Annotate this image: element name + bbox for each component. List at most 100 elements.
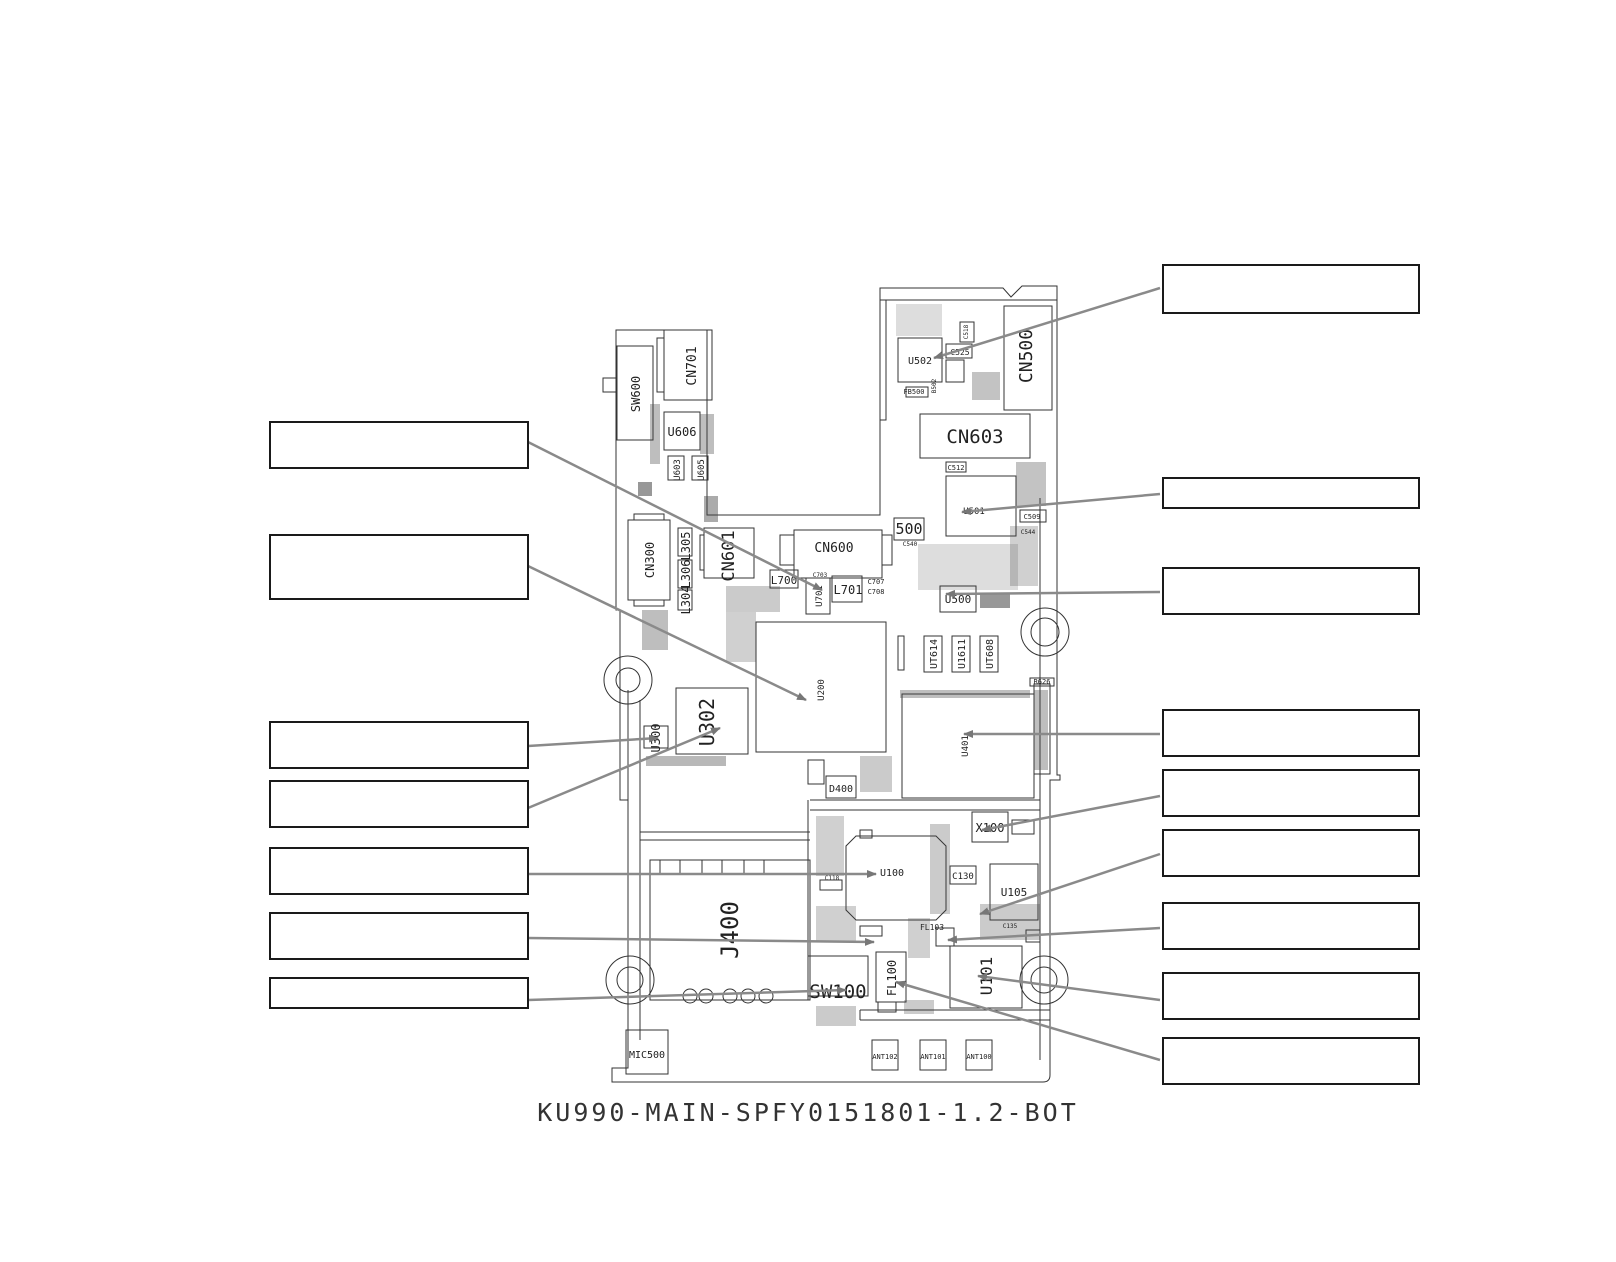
sw600-outline xyxy=(616,345,654,441)
u105-outline xyxy=(989,863,1039,921)
leader-line-7 xyxy=(527,986,847,1002)
ref-500: 500 xyxy=(895,520,922,538)
callout-box-right-5 xyxy=(1162,769,1420,817)
ref-fl103: FL103 xyxy=(920,923,944,932)
ref-c509: C509 xyxy=(1024,513,1041,521)
c500-outline xyxy=(893,517,925,541)
ant101-outline xyxy=(919,1039,947,1071)
u701-outline xyxy=(805,577,831,615)
callout-box-left-4 xyxy=(269,780,529,828)
sw100-outline xyxy=(807,955,869,997)
u100-outline xyxy=(845,835,947,921)
ref-cn603: CN603 xyxy=(946,426,1003,448)
ref-l700: L700 xyxy=(771,574,798,587)
callout-box-left-1 xyxy=(269,421,529,469)
callout-box-left-5 xyxy=(269,847,529,895)
ref-c707: C707 xyxy=(868,578,885,586)
u1611-outline xyxy=(951,635,971,673)
ref-sw600: SW600 xyxy=(629,376,643,412)
d400-outline xyxy=(825,775,857,799)
ref-u100: U100 xyxy=(880,868,904,879)
ref-l304: L304 xyxy=(679,586,693,615)
u501-outline xyxy=(945,475,1017,537)
c130-outline xyxy=(949,865,977,885)
cn500-outline xyxy=(1003,305,1053,411)
ref-c118: C118 xyxy=(825,875,840,882)
x100-outline xyxy=(971,811,1009,843)
callout-box-right-8 xyxy=(1162,972,1420,1020)
ref-c518: C518 xyxy=(963,324,970,339)
callout-box-left-7 xyxy=(269,977,529,1009)
leader-line-12 xyxy=(981,794,1161,833)
board-outline xyxy=(611,285,1061,1083)
ref-l701: L701 xyxy=(834,583,863,597)
ref-u200: U200 xyxy=(817,679,827,701)
ref-ant102: ANT102 xyxy=(872,1053,897,1061)
leader-line-4 xyxy=(527,726,721,810)
callout-box-left-6 xyxy=(269,912,529,960)
ref-u105: U105 xyxy=(1001,886,1028,899)
ref-b502: B502 xyxy=(931,378,938,393)
ref-u605: U605 xyxy=(697,459,707,481)
ref-u302: U302 xyxy=(695,698,719,746)
ref-cn701: CN701 xyxy=(685,346,700,385)
leader-line-13 xyxy=(979,852,1161,916)
ref-ant101: ANT101 xyxy=(920,1053,945,1061)
ant102-outline xyxy=(871,1039,899,1071)
ref-u701: U701 xyxy=(815,585,825,607)
ref-c708: C708 xyxy=(868,588,885,596)
leader-line-15 xyxy=(977,973,1161,1002)
leader-line-1 xyxy=(527,440,823,592)
ref-r626: R626 xyxy=(1034,678,1051,686)
u502-outline xyxy=(897,337,943,383)
ref-c544: C544 xyxy=(1021,529,1036,536)
ref-ut614: UT614 xyxy=(929,639,940,669)
mount-hole-upper-right xyxy=(1020,607,1070,657)
u302-outline xyxy=(675,687,749,755)
leader-line-6 xyxy=(527,936,875,946)
ref-u1611: U1611 xyxy=(957,639,968,669)
ref-ut608: UT608 xyxy=(985,639,996,669)
leader-line-14 xyxy=(947,926,1161,944)
j400-outline xyxy=(649,859,811,1001)
ant100-outline xyxy=(965,1039,993,1071)
leader-line-10 xyxy=(945,589,1161,598)
ref-u606: U606 xyxy=(668,425,697,439)
leader-line-8 xyxy=(933,286,1161,360)
ref-c135: C135 xyxy=(1003,923,1018,930)
ref-c512: C512 xyxy=(948,464,965,472)
u500-outline xyxy=(939,585,977,613)
callout-box-right-1 xyxy=(1162,264,1420,314)
callout-box-right-3 xyxy=(1162,567,1420,615)
ref-u502: U502 xyxy=(908,356,932,367)
ref-l305: L305 xyxy=(679,532,693,561)
ref-cn600: CN600 xyxy=(814,541,853,556)
ref-c703: C703 xyxy=(813,572,828,579)
callout-box-right-4 xyxy=(1162,709,1420,757)
ref-c525: C525 xyxy=(950,348,969,357)
ref-cn601: CN601 xyxy=(719,530,739,581)
leader-line-3 xyxy=(527,734,659,748)
callout-box-right-7 xyxy=(1162,902,1420,950)
callout-box-left-2 xyxy=(269,534,529,600)
ref-cn500: CN500 xyxy=(1016,329,1037,383)
ut608-outline xyxy=(979,635,999,673)
ref-mic500: MIC500 xyxy=(629,1050,665,1061)
ref-u401: U401 xyxy=(961,735,971,757)
ref-c540: C540 xyxy=(903,541,918,548)
cn603-outline xyxy=(919,413,1031,459)
callout-box-right-2 xyxy=(1162,477,1420,509)
mount-hole-lower-right xyxy=(1019,955,1069,1005)
leader-line-16 xyxy=(895,980,1161,1062)
u606-outline xyxy=(663,411,701,451)
ref-fb500: FB500 xyxy=(903,388,924,396)
ref-l306: L306 xyxy=(679,560,693,589)
leader-line-9 xyxy=(961,492,1161,516)
u300-outline xyxy=(643,725,669,749)
mic500-outline xyxy=(625,1029,669,1075)
u200-outline xyxy=(755,621,887,753)
ref-cn300: CN300 xyxy=(643,542,657,578)
ref-c130: C130 xyxy=(952,872,974,882)
mount-hole-lower-left xyxy=(605,955,655,1005)
